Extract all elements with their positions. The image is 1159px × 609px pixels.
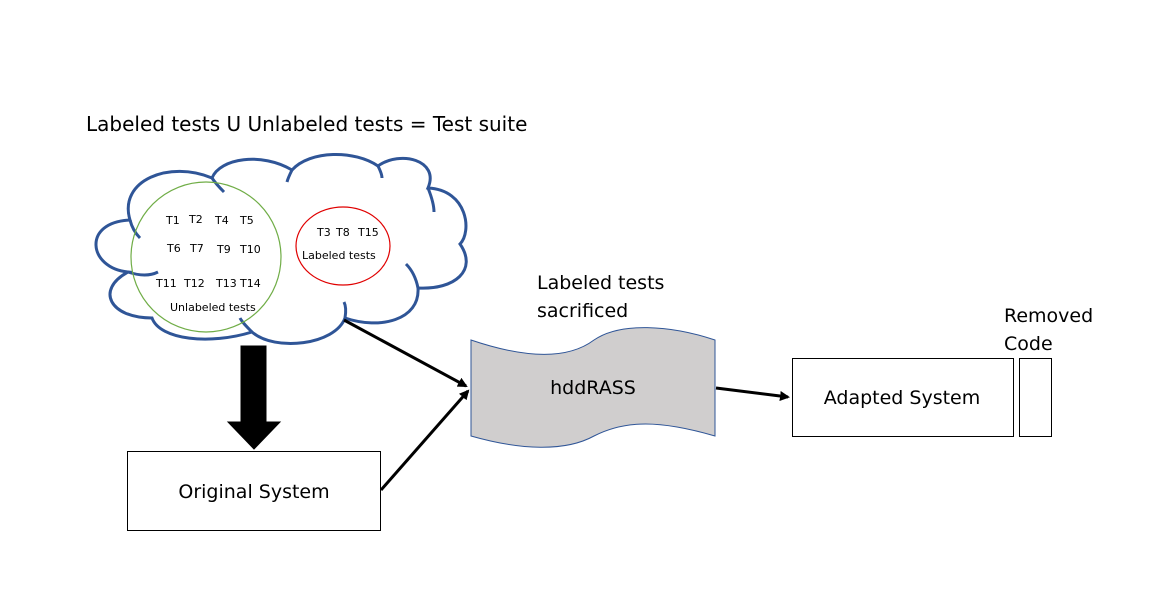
unlabeled-tests-label: Unlabeled tests [170, 301, 256, 314]
unlabeled-tests-circle [130, 181, 282, 333]
arrow-original-to-tool [379, 389, 470, 491]
cloud-inner-arc [238, 317, 254, 334]
cloud-inner-arc [285, 169, 294, 183]
test-id: T3 [316, 226, 331, 239]
test-id: T2 [188, 213, 203, 226]
original-system-box [127, 451, 381, 531]
labeled-tests-label: Labeled tests [302, 249, 376, 262]
adapted-system-box [792, 358, 1014, 437]
test-id: T9 [216, 243, 231, 256]
tool-caption-line2: sacrificed [537, 300, 628, 322]
test-id: T11 [155, 277, 177, 290]
hddrass-tool-shape [470, 327, 716, 448]
test-id: T7 [189, 242, 204, 255]
cloud-inner-arc [404, 262, 420, 289]
removed-code-caption-line1: Removed [1004, 305, 1093, 327]
original-system-label: Original System [178, 481, 329, 503]
diagram-title: Labeled tests U Unlabeled tests = Test s… [86, 112, 527, 136]
test-id: T10 [239, 243, 261, 256]
test-id: T1 [165, 214, 180, 227]
block-arrow-down [226, 345, 282, 450]
arrow-tool-to-adapted [715, 386, 790, 401]
test-id: T14 [239, 277, 261, 290]
cloud-inner-arc [127, 270, 159, 277]
test-id: T6 [166, 242, 181, 255]
arrow-cloud-to-tool [343, 318, 468, 388]
cloud-inner-arc [342, 301, 348, 319]
removed-code-caption-line2: Code [1004, 333, 1053, 355]
tool-caption-line1: Labeled tests [537, 272, 664, 294]
test-id: T15 [357, 226, 379, 239]
hddrass-label: hddRASS [550, 377, 636, 399]
test-id: T5 [239, 214, 254, 227]
adapted-system-label: Adapted System [824, 387, 981, 409]
cloud-inner-arc [128, 219, 142, 240]
test-id: T13 [215, 277, 237, 290]
removed-code-box [1019, 358, 1052, 437]
cloud-inner-arc [210, 177, 226, 194]
cloud-inner-arc [426, 187, 436, 213]
labeled-tests-ids: T3 T8 T15 [316, 226, 379, 239]
unlabeled-tests-grid: T1 T2 T4 T5 T6 T7 T9 T10 T11 T12 T13 T14 [155, 213, 261, 290]
labeled-tests-circle [295, 206, 391, 286]
cloud-inner-arc [376, 165, 384, 179]
test-id: T8 [335, 226, 350, 239]
test-id: T12 [183, 277, 205, 290]
test-id: T4 [214, 214, 229, 227]
